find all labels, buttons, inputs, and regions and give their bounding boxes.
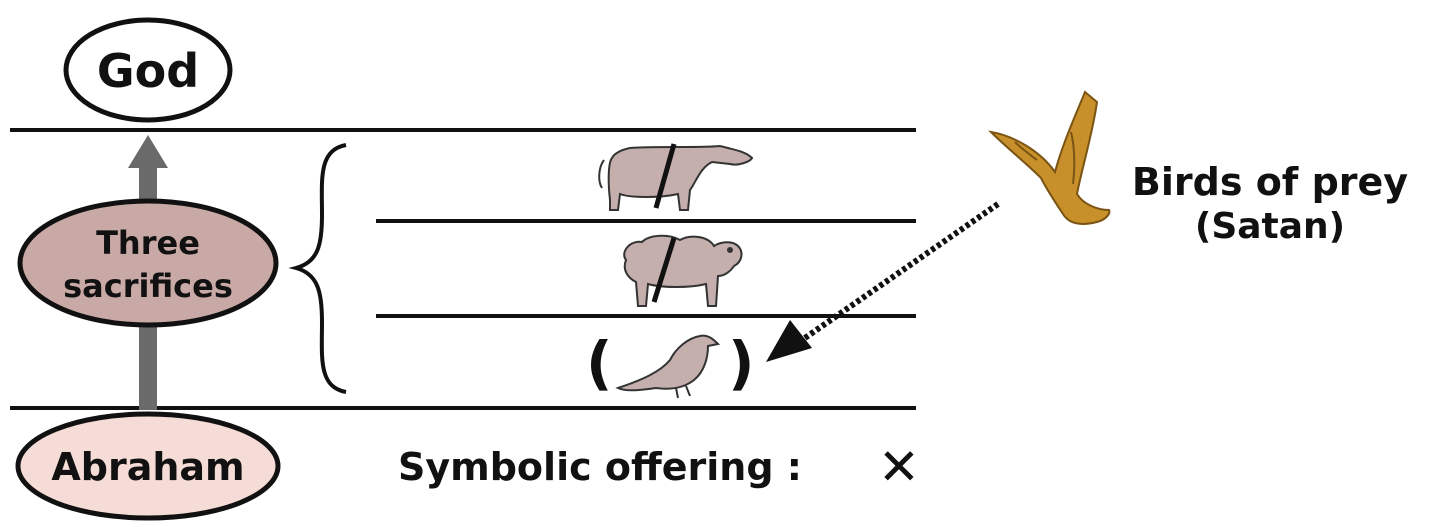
three-sacrifices-node: Three sacrifices [17,198,279,328]
paren-close: ) [728,329,755,397]
dove-icon [615,334,721,399]
three-sacrifices-label-line1: Three [96,224,200,262]
ox-icon [598,143,754,211]
sheep-icon [623,234,743,307]
abraham-node: Abraham [15,411,281,521]
symbolic-offering-label: Symbolic offering : [398,445,802,489]
three-sacrifices-label-line2: sacrifices [63,267,233,305]
satan-label: (Satan) [1195,206,1345,247]
god-label: God [97,44,199,98]
paren-open: ( [586,329,613,397]
abraham-label: Abraham [51,445,244,489]
curly-brace [288,143,347,394]
eagle-icon [988,90,1111,225]
attack-arrow [766,201,1000,362]
god-node: God [63,17,233,123]
birds-of-prey-label: Birds of prey [1132,160,1408,204]
cross-icon: ✕ [878,438,920,496]
